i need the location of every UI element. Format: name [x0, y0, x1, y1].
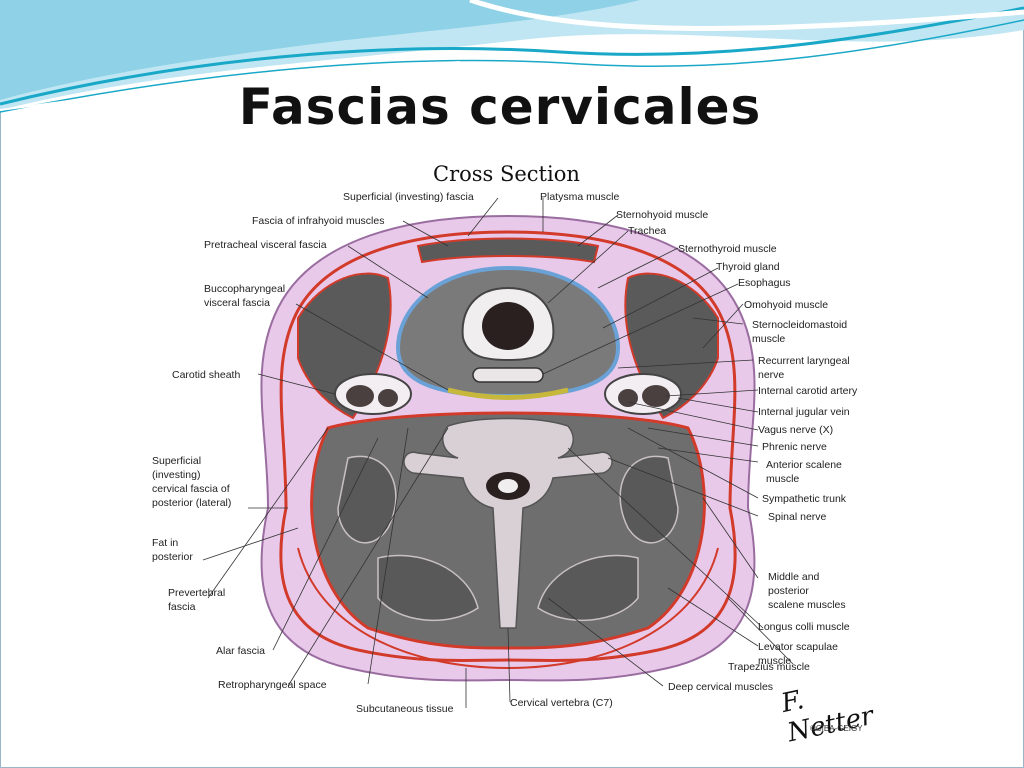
label-thyroid-gland: Thyroid gland: [716, 261, 780, 273]
label-superficial-investing-fascia: Superficial (investing) fascia: [343, 191, 474, 203]
label-buccopharyngeal: Buccopharyngeal visceral fascia: [204, 283, 286, 309]
label-sternohyoid: Sternohyoid muscle: [616, 209, 709, 221]
investing-fascia-line: [279, 230, 737, 663]
label-carotid-sheath: Carotid sheath: [172, 369, 241, 381]
label-levator-scapulae: Levator scapulae muscle: [758, 641, 838, 667]
label-middle-posterior-scalene: Middle and posterior scalene muscles: [768, 571, 846, 611]
ciba-geigy-credit: ©CIBA-GEIGY: [810, 724, 863, 733]
label-recurrent-laryngeal: Recurrent laryngeal nerve: [758, 355, 850, 381]
label-superficial-cervical-posterior: Superficial (investing) cervical fascia …: [152, 455, 232, 509]
neck-cross-section-illustration: [260, 214, 756, 682]
label-deep-cervical: Deep cervical muscles: [668, 681, 774, 693]
label-leader-lines: [202, 197, 794, 708]
label-internal-jugular: Internal jugular vein: [758, 406, 850, 418]
cross-section-figure: Cross Section: [148, 128, 876, 748]
header-waves: [0, 0, 1024, 113]
label-sympathetic-trunk: Sympathetic trunk: [762, 493, 847, 505]
label-fat-posterior: Fat in posterior: [152, 537, 193, 563]
label-esophagus: Esophagus: [738, 277, 791, 289]
label-trachea: Trachea: [628, 225, 667, 237]
label-sternothyroid: Sternothyroid muscle: [678, 243, 777, 255]
label-cervical-vertebra: Cervical vertebra (C7): [510, 697, 613, 709]
label-internal-carotid: Internal carotid artery: [758, 385, 858, 397]
label-platysma-muscle: Platysma muscle: [540, 191, 620, 203]
label-spinal-nerve: Spinal nerve: [768, 511, 827, 523]
slide-title: Fascias cervicales: [238, 78, 762, 136]
label-phrenic: Phrenic nerve: [762, 441, 827, 453]
label-omohyoid: Omohyoid muscle: [744, 299, 829, 311]
vertebra-shape: [403, 417, 613, 629]
label-vagus: Vagus nerve (X): [758, 424, 834, 436]
label-alar-fascia: Alar fascia: [216, 645, 266, 657]
label-prevertebral: Prevertebral fascia: [168, 587, 226, 613]
label-retropharyngeal: Retropharyngeal space: [218, 679, 327, 691]
label-trapezius: Trapezius muscle: [728, 661, 810, 673]
label-pretracheal: Pretracheal visceral fascia: [204, 239, 327, 251]
label-longus-colli: Longus colli muscle: [758, 621, 850, 633]
label-anterior-scalene: Anterior scalene muscle: [766, 459, 842, 485]
label-subcutaneous: Subcutaneous tissue: [356, 703, 454, 715]
label-sternocleidomastoid: Sternocleidomastoid muscle: [752, 319, 848, 345]
label-fascia-infrahyoid: Fascia of infrahyoid muscles: [252, 215, 385, 227]
figure-title: Cross Section: [433, 162, 580, 186]
